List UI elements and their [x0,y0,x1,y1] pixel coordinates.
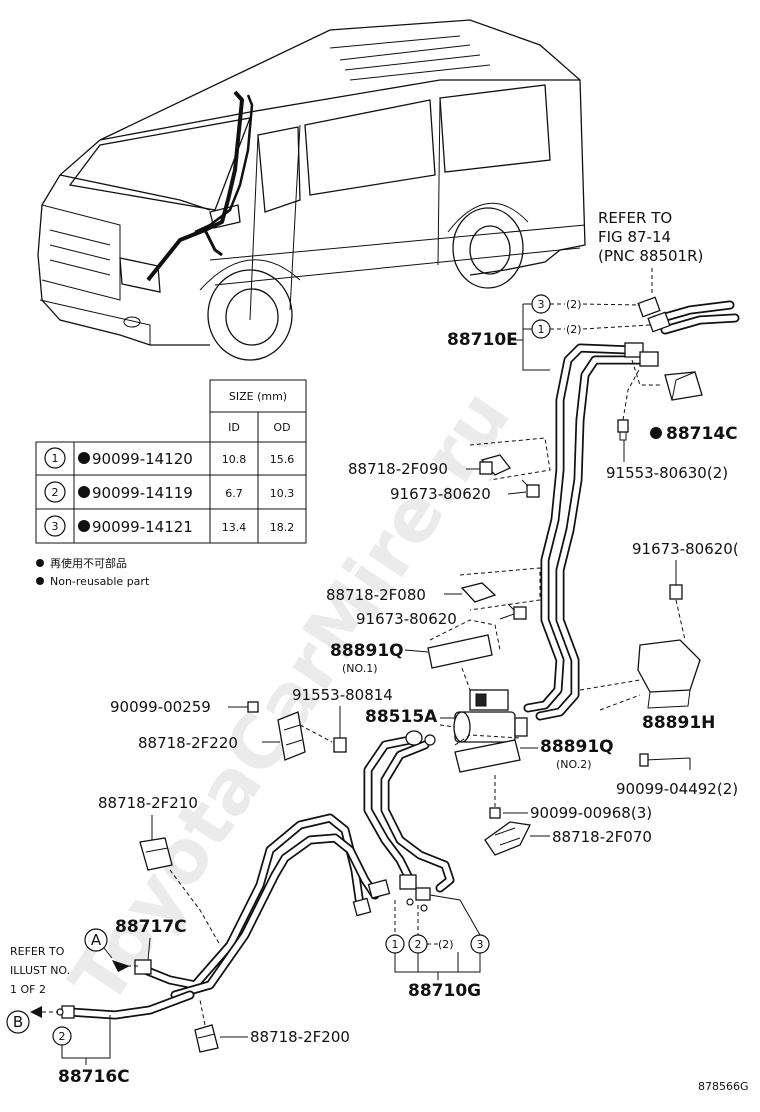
connector-b: B [6,1006,58,1034]
van-illustration [37,19,586,361]
table-row-od: 18.2 [270,521,295,534]
arrow-icon [30,1006,42,1018]
label-90099-00968: 90099-00968(3) [530,804,652,822]
refer-fig-line1: REFER TO [598,209,672,227]
label-88718-2F080: 88718-2F080 [326,586,426,604]
connector-b-label: B [13,1013,23,1031]
table-row-part: 90099-14120 [92,450,193,468]
refer-illust-line1: REFER TO [10,945,65,958]
label-88718-2F070: 88718-2F070 [552,828,652,846]
pipe-lower [56,730,455,1020]
label-90099-04492: 90099-04492(2) [616,780,738,798]
non-reusable-dot-icon [78,520,90,532]
label-88515A: 88515A [365,707,438,727]
callout-3: 3 [477,938,484,951]
part-91553-80630: 91553-80630(2) [606,367,728,482]
label-88891Q-2: 88891Q [540,737,614,757]
table-row-od: 10.3 [270,487,295,500]
part-88714c: 88714C [631,359,738,444]
label-88710E: 88710E [447,330,518,350]
refer-fig-line2: FIG 87-14 [598,228,671,246]
label-88891Q-1: 88891Q [330,641,404,661]
refer-illust-line2: ILLUST NO. [10,964,70,977]
label-91673-80620: 91673-80620 [390,485,491,503]
size-table: SIZE (mm) ID OD 1 90099-14120 10.8 15.6 … [35,379,307,544]
part-90099-04492: 90099-04492(2) [616,753,738,798]
part-88718-2f080: 88718-2F080 91673-80620 [326,567,541,628]
label-88718-2F210: 88718-2F210 [98,794,198,812]
non-reusable-dot-icon [78,452,90,464]
table-row-no: 2 [52,486,59,499]
connector-a: A [84,928,138,972]
table-header-id: ID [228,421,240,434]
label-91553-80630: 91553-80630(2) [606,464,728,482]
figure-code: 878566G [698,1080,749,1093]
part-90099-00259: 90099-00259 [110,698,259,716]
part-88717c: 88717C [115,917,187,961]
callout-2: 2 [415,938,422,951]
table-row-id: 10.8 [222,453,247,466]
label-88714C: 88714C [666,424,738,444]
legend-en: Non-reusable part [50,575,150,588]
part-91553-80814: 91553-80814 [292,686,393,753]
refer-fig-line3: (PNC 88501R) [598,247,703,265]
part-88891q-no2: 88891Q (NO.2) [454,734,614,773]
table-row-part: 90099-14121 [92,518,193,536]
callout-2: 2 [59,1030,66,1043]
refer-illust-line3: 1 OF 2 [10,983,46,996]
legend-jp: 再使用不可部品 [50,556,127,570]
callout-qty: (2) [438,938,454,951]
part-88718-2f200: 88718-2F200 [194,999,350,1053]
pipe-88710e: 3 (2) 1 (2) 88710E [447,294,740,721]
callout-1: 1 [392,938,399,951]
part-88515a: 88515A [365,689,528,743]
callout-qty: (2) [566,298,582,311]
part-88716c: 2 88716C [52,1015,130,1087]
label-91673-80620: 91673-80620( [632,540,739,558]
table-row-od: 15.6 [270,453,295,466]
refer-illust-note: REFER TO ILLUST NO. 1 OF 2 [10,945,70,996]
table-header-od: OD [273,421,290,434]
part-91673-80620-right: 91673-80620( [632,540,739,641]
table-header-size: SIZE (mm) [229,390,287,403]
non-reusable-dot-icon [650,427,662,439]
part-90099-00968: 90099-00968(3) [489,775,652,822]
table-row-part: 90099-14119 [92,484,193,502]
label-88718-2F090: 88718-2F090 [348,460,448,478]
part-88891q-no1: 88891Q (NO.1) [330,619,501,691]
refer-fig-note: REFER TO FIG 87-14 (PNC 88501R) [598,209,703,296]
table-row-id: 13.4 [222,521,247,534]
part-88891h: 88891H [579,639,715,733]
part-88718-2f220: 88718-2F220 [138,711,306,761]
label-91673-80620: 91673-80620 [356,610,457,628]
label-88891H: 88891H [642,713,715,733]
connector-a-label: A [91,931,102,949]
label-88716C: 88716C [58,1067,130,1087]
callout-3: 3 [538,298,545,311]
callout-qty: (2) [566,323,582,336]
part-88718-2f210: 88718-2F210 [98,794,221,946]
label-no2: (NO.2) [556,758,592,771]
part-88710g: 1 2 (2) 3 88710G [385,894,490,1001]
table-row-id: 6.7 [225,487,243,500]
label-88718-2F200: 88718-2F200 [250,1028,350,1046]
non-reusable-dot-icon [78,486,90,498]
part-88718-2f090: 88718-2F090 91673-80620 [348,437,551,503]
label-90099-00259: 90099-00259 [110,698,211,716]
label-88717C: 88717C [115,917,187,937]
table-row-no: 1 [52,452,59,465]
legend: 再使用不可部品 Non-reusable part [36,556,150,588]
label-88710G: 88710G [408,981,481,1001]
table-row-no: 3 [52,520,59,533]
label-91553-80814: 91553-80814 [292,686,393,704]
callout-1: 1 [538,323,545,336]
label-no1: (NO.1) [342,662,378,675]
non-reusable-dot-icon [36,559,44,567]
label-88718-2F220: 88718-2F220 [138,734,238,752]
non-reusable-dot-icon [36,577,44,585]
part-88718-2f070: 88718-2F070 [484,821,652,856]
